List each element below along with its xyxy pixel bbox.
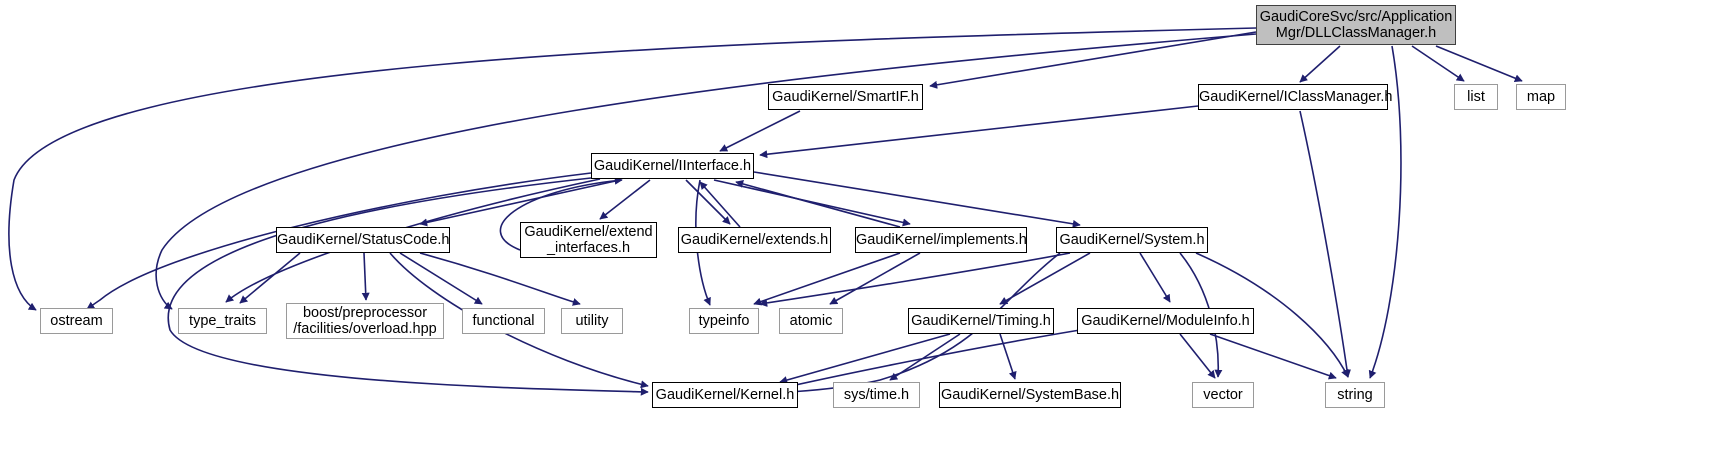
node-label: GaudiKernel/IInterface.h [593, 158, 752, 174]
node-label: GaudiKernel/Timing.h [911, 313, 1051, 329]
node-label: GaudiKernel/SystemBase.h [940, 387, 1120, 403]
edge-smartif-iinterface [719, 110, 801, 152]
node-type-traits[interactable]: type_traits [178, 308, 267, 334]
node-label: GaudiKernel/StatusCode.h [277, 232, 450, 248]
node-systembase-h[interactable]: GaudiKernel/SystemBase.h [939, 382, 1121, 408]
node-label: vector [1203, 387, 1243, 403]
edge-iinterface-system [753, 171, 1081, 228]
node-implements-h[interactable]: GaudiKernel/implements.h [855, 227, 1027, 253]
node-extend-interfaces-h[interactable]: GaudiKernel/extend _interfaces.h [520, 222, 657, 258]
node-iclassmanager-h[interactable]: GaudiKernel/IClassManager.h [1198, 84, 1393, 110]
node-ostream[interactable]: ostream [40, 308, 113, 334]
node-label: type_traits [189, 313, 256, 329]
node-typeinfo[interactable]: typeinfo [689, 308, 759, 334]
node-vector[interactable]: vector [1192, 382, 1254, 408]
node-functional[interactable]: functional [462, 308, 545, 334]
edge-root-smartif [929, 31, 1257, 89]
node-label: boost/preprocessor /facilities/overload.… [293, 305, 437, 337]
edge-statuscode-utility [419, 252, 581, 306]
node-boost-preprocessor-overload-hpp[interactable]: boost/preprocessor /facilities/overload.… [286, 303, 444, 339]
node-atomic[interactable]: atomic [779, 308, 843, 334]
node-label: GaudiKernel/IClassManager.h [1199, 89, 1393, 105]
edge-statuscode-boost [361, 252, 370, 301]
edge-system-moduleinfo [1139, 252, 1171, 303]
node-label: typeinfo [698, 313, 750, 329]
edge-system-typeinfo [759, 252, 1071, 307]
edge-iclassmanager-iinterface [759, 105, 1199, 159]
edge-moduleinfo-kernel [781, 329, 1081, 391]
edge-implements-atomic [829, 252, 921, 305]
edge-iclassmanager-string [1299, 110, 1351, 378]
node-label: GaudiKernel/System.h [1059, 232, 1205, 248]
node-dllclassmanager-h[interactable]: GaudiCoreSvc/src/Application Mgr/DLLClas… [1256, 5, 1456, 45]
node-label: utility [575, 313, 609, 329]
node-sys-time-h[interactable]: sys/time.h [833, 382, 920, 408]
node-label: GaudiKernel/Kernel.h [655, 387, 795, 403]
node-label: atomic [789, 313, 833, 329]
edge-statuscode-functional [399, 252, 483, 305]
node-iinterface-h[interactable]: GaudiKernel/IInterface.h [591, 153, 754, 179]
edge-implements-iinterface [735, 180, 901, 228]
edge-moduleinfo-string [1209, 333, 1337, 380]
node-utility[interactable]: utility [561, 308, 623, 334]
edge-system-timing [999, 252, 1091, 305]
edge-timing-systime [889, 333, 961, 381]
edge-root-list [1411, 45, 1465, 82]
node-label: GaudiKernel/ModuleInfo.h [1081, 313, 1250, 329]
node-smartif-h[interactable]: GaudiKernel/SmartIF.h [768, 84, 923, 110]
node-label: functional [472, 313, 535, 329]
node-string[interactable]: string [1325, 382, 1385, 408]
node-extends-h[interactable]: GaudiKernel/extends.h [678, 227, 831, 253]
edge-extends-iinterface [699, 181, 741, 228]
node-label: GaudiKernel/implements.h [856, 232, 1027, 248]
node-system-h[interactable]: GaudiKernel/System.h [1056, 227, 1208, 253]
node-label: sys/time.h [843, 387, 910, 403]
node-label: GaudiCoreSvc/src/Application Mgr/DLLClas… [1259, 9, 1453, 41]
node-statuscode-h[interactable]: GaudiKernel/StatusCode.h [276, 227, 450, 253]
node-label: GaudiKernel/extend _interfaces.h [524, 224, 653, 256]
edge-iinterface-kernel [167, 177, 649, 396]
edges [8, 27, 1523, 398]
edge-timing-kernel [779, 333, 951, 384]
node-moduleinfo-h[interactable]: GaudiKernel/ModuleInfo.h [1077, 308, 1254, 334]
edge-moduleinfo-vector [1179, 333, 1216, 379]
node-label: list [1467, 89, 1485, 105]
node-label: GaudiKernel/SmartIF.h [772, 89, 919, 105]
edge-root-map [1435, 45, 1523, 82]
node-timing-h[interactable]: GaudiKernel/Timing.h [908, 308, 1054, 334]
node-list[interactable]: list [1454, 84, 1498, 110]
node-label: ostream [50, 313, 103, 329]
edge-iinterface-extends [685, 179, 731, 225]
node-label: string [1337, 387, 1373, 403]
edge-root-iclassmanager [1299, 45, 1341, 83]
node-label: map [1526, 89, 1556, 105]
node-kernel-h[interactable]: GaudiKernel/Kernel.h [652, 382, 798, 408]
edge-iinterface-extend_interfaces [599, 179, 651, 220]
edge-timing-systembase [999, 333, 1017, 380]
edge-statuscode-type_traits [239, 252, 301, 304]
edge-implements-typeinfo [753, 252, 901, 306]
node-label: GaudiKernel/extends.h [680, 232, 829, 248]
edge-iinterface-implements [713, 179, 911, 227]
edge-iinterface-statuscode [419, 179, 621, 227]
node-map[interactable]: map [1516, 84, 1566, 110]
